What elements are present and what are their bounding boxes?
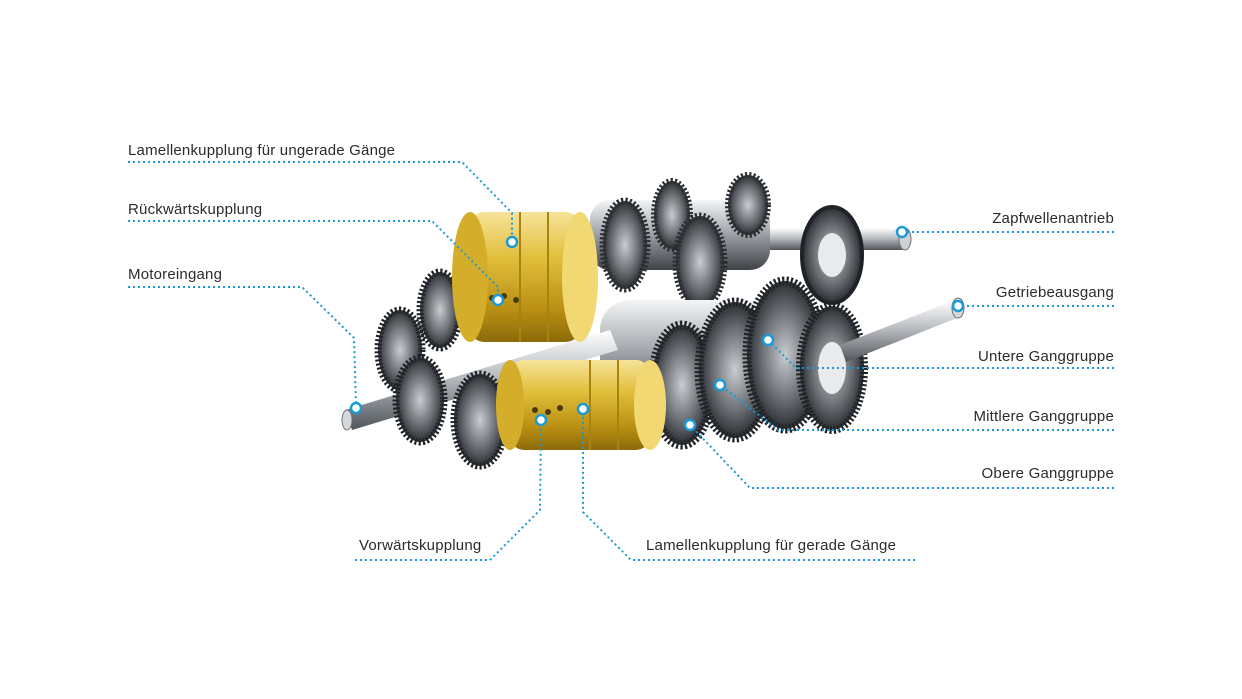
leader-even-clutch xyxy=(582,409,915,561)
leader-middle-range xyxy=(719,384,1114,431)
label-forward-clutch: Vorwärtskupplung xyxy=(359,537,482,554)
label-output: Getriebeausgang xyxy=(995,284,1114,301)
marker-upper-range xyxy=(683,418,697,432)
upper-gear-stack xyxy=(590,172,771,312)
label-engine-input: Motoreingang xyxy=(128,266,223,283)
leader-forward-clutch xyxy=(355,419,542,561)
callout-markers xyxy=(349,225,965,432)
upper-gold-clutch xyxy=(452,212,598,342)
leader-lower-range xyxy=(767,339,1114,369)
label-odd-clutch: Lamellenkupplung für ungerade Gänge xyxy=(128,142,396,159)
marker-reverse-clutch xyxy=(491,293,505,307)
label-middle-range: Mittlere Ganggruppe xyxy=(973,408,1114,425)
label-lower-range: Untere Ganggruppe xyxy=(978,348,1114,365)
marker-output xyxy=(951,299,965,313)
marker-lower-range xyxy=(761,333,775,347)
marker-engine-input xyxy=(349,401,363,415)
label-reverse-clutch: Rückwärtskupplung xyxy=(128,201,263,218)
leader-odd-clutch xyxy=(128,161,513,240)
leader-upper-range xyxy=(689,424,1114,489)
marker-odd-clutch xyxy=(505,235,519,249)
leader-engine-input xyxy=(128,286,357,407)
leader-lines xyxy=(128,161,1114,561)
label-upper-range: Obere Ganggruppe xyxy=(981,465,1114,482)
marker-pto xyxy=(895,225,909,239)
left-gear-stack xyxy=(374,268,510,470)
marker-forward-clutch xyxy=(534,413,548,427)
label-pto: Zapfwellenantrieb xyxy=(992,210,1114,227)
marker-even-clutch xyxy=(576,402,590,416)
marker-middle-range xyxy=(713,378,727,392)
leader-reverse-clutch xyxy=(128,220,499,300)
label-even-clutch: Lamellenkupplung für gerade Gänge xyxy=(646,537,897,554)
gearbox-assembly xyxy=(341,172,965,470)
